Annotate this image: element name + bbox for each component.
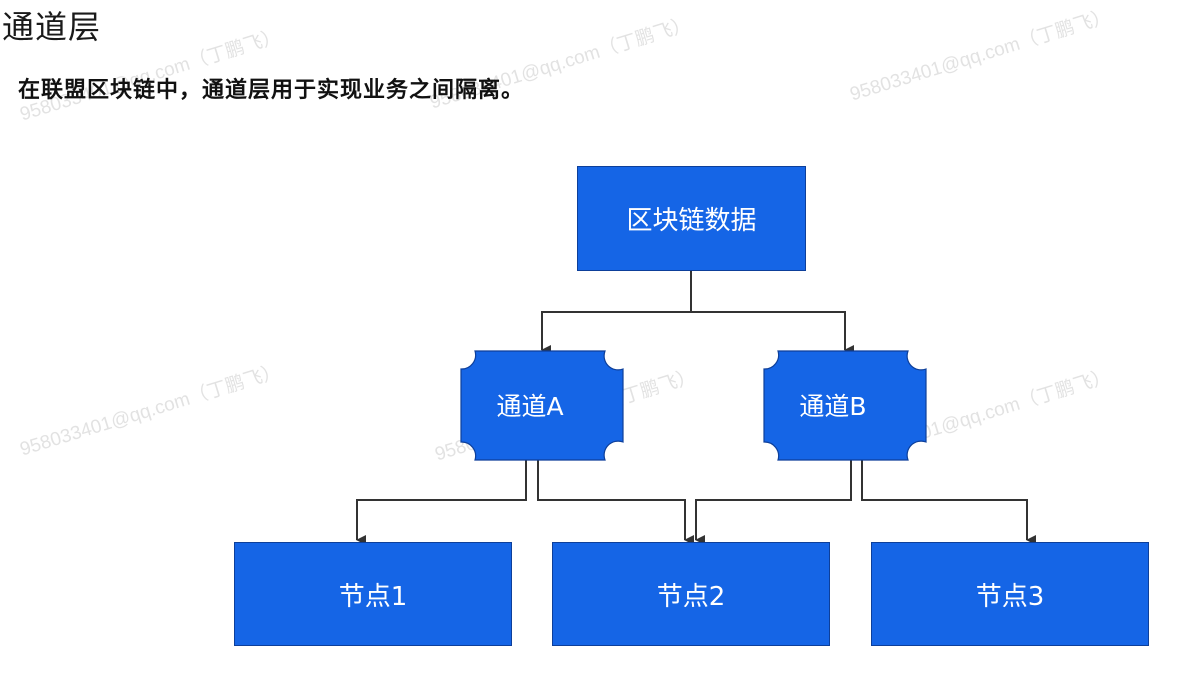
- node-3-label: 节点3: [975, 581, 1045, 612]
- edge-root-channel-b: [691, 311, 854, 355]
- channel-a-box: [460, 350, 624, 461]
- node-1-box: 节点1: [234, 542, 512, 646]
- channel-b-label: 通道B: [799, 392, 866, 421]
- edge-root-channel-a: [541, 270, 692, 355]
- channel-b-box: [763, 350, 927, 461]
- node-3-box: 节点3: [871, 542, 1149, 646]
- blockchain-data-label: 区块链数据: [626, 206, 757, 236]
- node-2-label: 节点2: [656, 581, 726, 612]
- page-title: 通道层: [2, 8, 102, 46]
- edge-channel-a-node-1: [356, 460, 527, 545]
- edge-channel-a-node-2: [537, 460, 694, 545]
- edge-channel-b-node-3: [861, 460, 1036, 545]
- blockchain-data-box: 区块链数据: [577, 166, 806, 271]
- node-2-box: 节点2: [552, 542, 830, 646]
- channel-a-label: 通道A: [496, 392, 563, 421]
- node-1-label: 节点1: [338, 581, 408, 612]
- page-subtitle: 在联盟区块链中，通道层用于实现业务之间隔离。: [18, 78, 525, 103]
- edge-channel-b-node-2: [695, 460, 852, 545]
